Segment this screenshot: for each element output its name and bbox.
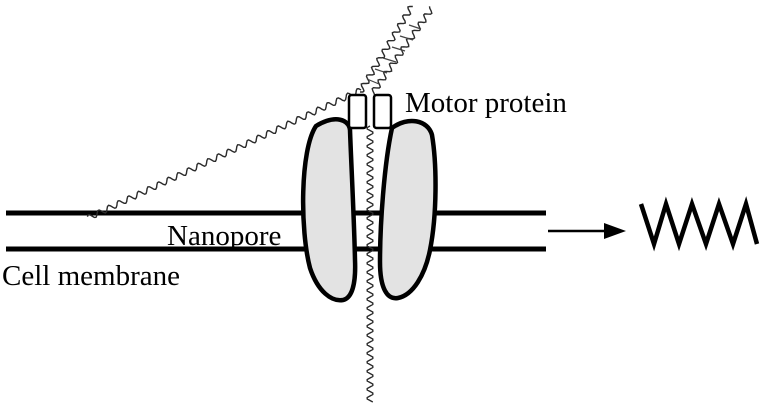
ds-dna-strand-a [360,5,413,93]
motor-protein-left-unit [347,93,368,130]
current-signal-icon [638,196,760,252]
right-arrow-icon [548,223,626,239]
ds-dna-strand-b [371,6,433,96]
nanopore [300,117,438,303]
ss-dna-through-pore [366,125,374,403]
motor-protein-right-unit [372,93,393,130]
ds-dna-base-pairs [366,24,422,85]
nanopore-label: Nanopore [167,220,282,252]
dna-double-strand [360,5,433,96]
ss-dna-unwound-strand [86,87,362,219]
cell-membrane-label: Cell membrane [2,260,180,292]
nanopore-left-lobe [300,117,358,303]
motor-protein [347,93,393,130]
nanopore-right-lobe [377,118,438,301]
motor-protein-label: Motor protein [405,87,567,119]
cell-membrane [6,210,546,252]
